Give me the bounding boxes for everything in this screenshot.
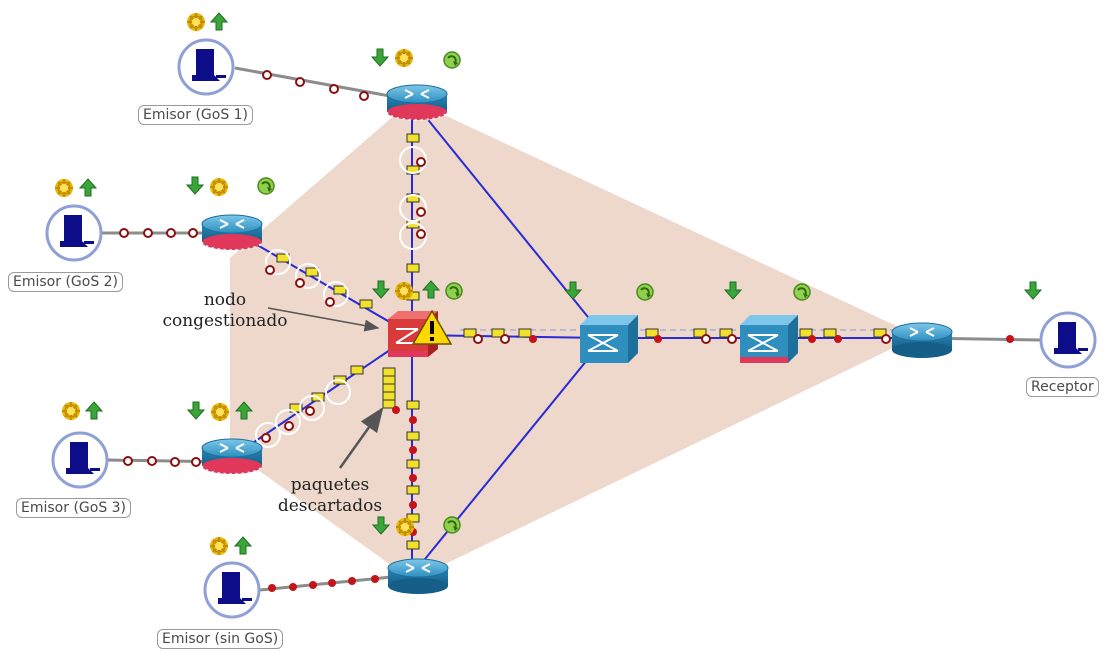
recycle-icon xyxy=(793,283,811,301)
recycle-icon xyxy=(636,283,654,301)
warning-icon xyxy=(411,309,453,345)
sun-gear-icon xyxy=(394,281,414,301)
switch-1[interactable] xyxy=(579,314,639,364)
recycle-icon xyxy=(445,282,463,300)
sun-gear-icon xyxy=(209,177,229,197)
switch-2[interactable] xyxy=(739,314,799,364)
host-emisor-gos2[interactable] xyxy=(45,204,103,262)
recycle-icon xyxy=(443,516,461,534)
sun-gear-icon xyxy=(210,402,230,422)
annotation-discarded-packets: paquetes descartados xyxy=(265,475,395,517)
green-arrow-icon xyxy=(186,176,204,195)
label-emisor-gos1: Emisor (GoS 1) xyxy=(138,105,254,125)
qos-domain-region xyxy=(230,100,918,580)
recycle-icon xyxy=(257,177,275,195)
label-emisor-sin-gos: Emisor (sin GoS) xyxy=(157,629,284,649)
annotation-arrows xyxy=(267,307,384,469)
router-gos3[interactable] xyxy=(201,438,263,475)
green-arrow-icon xyxy=(85,401,103,420)
router-bottom[interactable] xyxy=(387,558,449,595)
router-egress[interactable] xyxy=(891,322,953,359)
green-arrow-icon xyxy=(234,536,252,555)
sun-gear-icon xyxy=(61,401,81,421)
host-emisor-sin-gos[interactable] xyxy=(203,561,261,619)
core-packets xyxy=(255,133,891,550)
host-emisor-gos1[interactable] xyxy=(177,38,235,96)
label-emisor-gos2: Emisor (GoS 2) xyxy=(8,272,124,292)
label-receptor: Receptor xyxy=(1026,377,1099,397)
sun-gear-icon xyxy=(394,48,414,68)
sun-gear-icon xyxy=(209,536,229,556)
sun-gear-icon xyxy=(395,517,415,537)
host-receptor[interactable] xyxy=(1039,311,1097,369)
green-arrow-icon xyxy=(79,178,97,197)
green-arrow-icon xyxy=(1024,281,1042,300)
label-emisor-gos3: Emisor (GoS 3) xyxy=(16,498,132,518)
annotation-discarded-line1: paquetes xyxy=(290,475,370,495)
green-arrow-icon xyxy=(210,12,228,31)
annotation-congested-node: nodo congestionado xyxy=(160,290,290,332)
green-arrow-icon xyxy=(187,401,205,420)
green-arrow-icon xyxy=(371,48,389,67)
sun-gear-icon xyxy=(54,178,74,198)
annotation-congested-line1: nodo xyxy=(203,290,247,310)
annotation-discarded-line2: descartados xyxy=(277,496,383,516)
recycle-icon xyxy=(443,51,461,69)
router-top[interactable] xyxy=(386,84,448,121)
host-emisor-gos3[interactable] xyxy=(51,431,109,489)
sun-gear-icon xyxy=(186,12,206,32)
annotation-congested-line2: congestionado xyxy=(162,311,288,331)
router-gos2[interactable] xyxy=(201,214,263,251)
